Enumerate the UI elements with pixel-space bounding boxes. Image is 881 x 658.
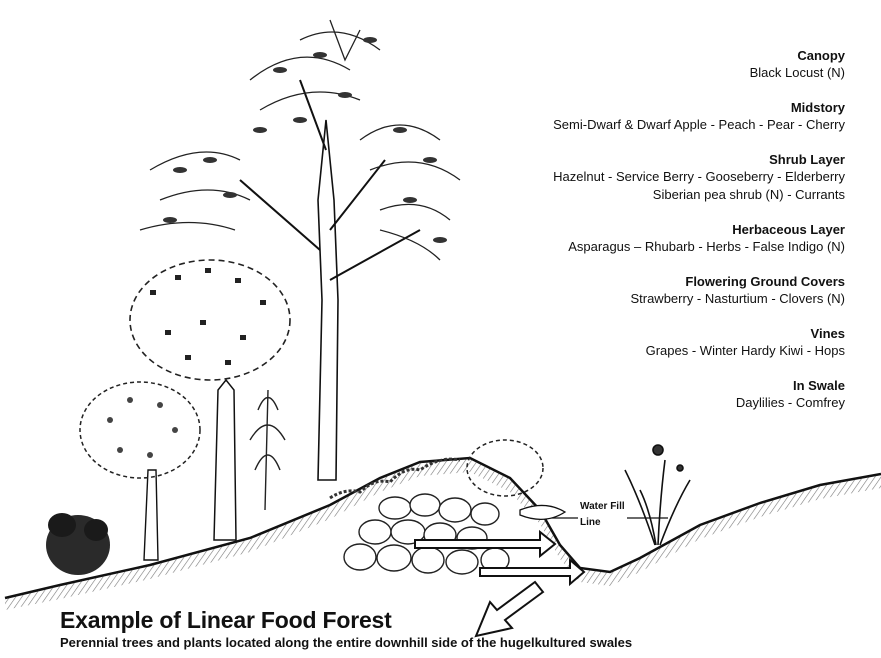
layer-plants: Grapes - Winter Hardy Kiwi - Hops bbox=[425, 342, 845, 360]
layer-title: Herbaceous Layer bbox=[425, 222, 845, 238]
plant-line: Daylilies - Comfrey bbox=[425, 394, 845, 412]
layer-title: Midstory bbox=[425, 100, 845, 116]
herb-icon bbox=[250, 390, 285, 510]
layer-herbaceous: Herbaceous Layer Asparagus – Rhubarb - H… bbox=[425, 222, 845, 256]
caption: Example of Linear Food Forest Perennial … bbox=[60, 606, 632, 651]
plant-line: Grapes - Winter Hardy Kiwi - Hops bbox=[425, 342, 845, 360]
log-pile-icon bbox=[344, 494, 509, 574]
layer-title: Vines bbox=[425, 326, 845, 342]
plant-line: Asparagus – Rhubarb - Herbs - False Indi… bbox=[425, 238, 845, 256]
layer-ground-covers: Flowering Ground Covers Strawberry - Nas… bbox=[425, 274, 845, 308]
daylily-icon bbox=[625, 445, 690, 545]
water-fill-label-line1: Water Fill bbox=[580, 499, 625, 515]
plant-line: Semi-Dwarf & Dwarf Apple - Peach - Pear … bbox=[425, 116, 845, 134]
layer-legend: Canopy Black Locust (N) Midstory Semi-Dw… bbox=[425, 48, 845, 430]
layer-plants: Strawberry - Nasturtium - Clovers (N) bbox=[425, 290, 845, 308]
layer-title: Canopy bbox=[425, 48, 845, 64]
water-fill-label: Water Fill Line bbox=[578, 499, 627, 531]
layer-title: Shrub Layer bbox=[425, 152, 845, 168]
caption-subtitle: Perennial trees and plants located along… bbox=[60, 634, 632, 651]
layer-vines: Vines Grapes - Winter Hardy Kiwi - Hops bbox=[425, 326, 845, 360]
layer-title: In Swale bbox=[425, 378, 845, 394]
layer-plants: Daylilies - Comfrey bbox=[425, 394, 845, 412]
layer-midstory: Midstory Semi-Dwarf & Dwarf Apple - Peac… bbox=[425, 100, 845, 134]
layer-plants: Semi-Dwarf & Dwarf Apple - Peach - Pear … bbox=[425, 116, 845, 134]
dark-shrub-icon bbox=[46, 513, 110, 575]
canopy-tree-icon bbox=[140, 20, 460, 480]
plant-line: Black Locust (N) bbox=[425, 64, 845, 82]
plant-line: Siberian pea shrub (N) - Currants bbox=[425, 186, 845, 204]
layer-title: Flowering Ground Covers bbox=[425, 274, 845, 290]
water-fill-label-line2: Line bbox=[580, 515, 625, 531]
plant-line: Strawberry - Nasturtium - Clovers (N) bbox=[425, 290, 845, 308]
layer-in-swale: In Swale Daylilies - Comfrey bbox=[425, 378, 845, 412]
layer-plants: Hazelnut - Service Berry - Gooseberry - … bbox=[425, 168, 845, 204]
layer-canopy: Canopy Black Locust (N) bbox=[425, 48, 845, 82]
layer-plants: Black Locust (N) bbox=[425, 64, 845, 82]
caption-title: Example of Linear Food Forest bbox=[60, 606, 632, 634]
plant-line: Hazelnut - Service Berry - Gooseberry - … bbox=[425, 168, 845, 186]
layer-shrub: Shrub Layer Hazelnut - Service Berry - G… bbox=[425, 152, 845, 204]
layer-plants: Asparagus – Rhubarb - Herbs - False Indi… bbox=[425, 238, 845, 256]
